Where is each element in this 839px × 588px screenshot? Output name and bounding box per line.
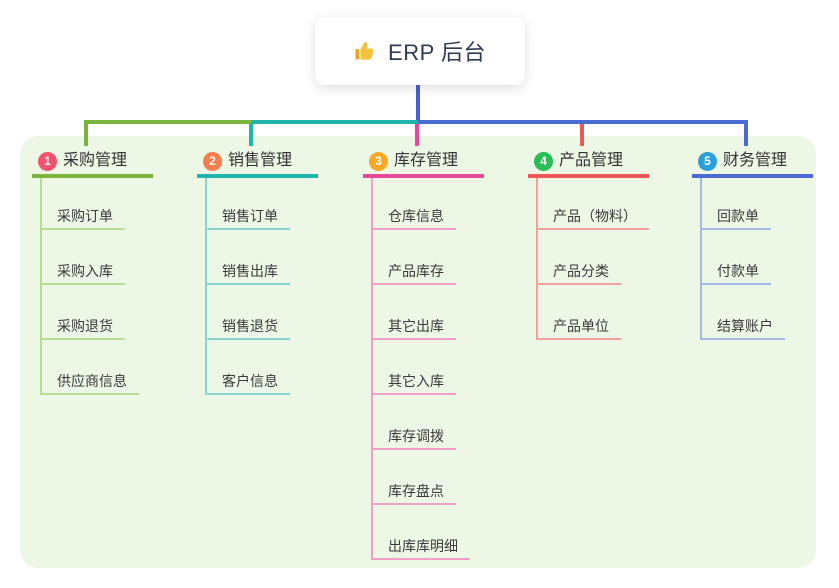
child-node[interactable]: 付款单: [700, 259, 771, 285]
root-connector-line: [416, 85, 420, 121]
branch-drop-line: [580, 120, 584, 146]
child-node[interactable]: 其它入库: [371, 369, 456, 395]
branch-spine-line: [205, 178, 207, 395]
branch-bar-segment: [418, 120, 748, 124]
branch-number-badge: 5: [698, 151, 717, 171]
branch-node-4[interactable]: 4 产品管理: [528, 148, 649, 178]
branch-node-3[interactable]: 3 库存管理: [363, 148, 484, 178]
branch-bar-segment: [86, 120, 251, 124]
child-node[interactable]: 销售退货: [205, 314, 290, 340]
child-node[interactable]: 采购退货: [40, 314, 125, 340]
child-node[interactable]: 客户信息: [205, 369, 290, 395]
child-node[interactable]: 产品分类: [536, 259, 621, 285]
branch-node-1[interactable]: 1 采购管理: [32, 148, 153, 178]
child-node[interactable]: 库存调拨: [371, 424, 456, 450]
child-node[interactable]: 销售订单: [205, 204, 290, 230]
branch-node-2[interactable]: 2 销售管理: [197, 148, 318, 178]
branch-drop-line: [744, 120, 748, 146]
child-node[interactable]: 出库库明细: [371, 534, 470, 560]
branch-label: 产品管理: [559, 152, 624, 169]
branch-number-badge: 4: [534, 151, 553, 171]
child-node[interactable]: 其它出库: [371, 314, 456, 340]
child-node[interactable]: 库存盘点: [371, 479, 456, 505]
branch-label: 库存管理: [394, 152, 459, 169]
root-node[interactable]: ERP 后台: [315, 17, 525, 85]
branch-drop-line: [249, 120, 253, 146]
branch-number-badge: 1: [38, 151, 57, 171]
child-node[interactable]: 采购入库: [40, 259, 125, 285]
branch-drop-line: [415, 120, 419, 146]
child-node[interactable]: 产品库存: [371, 259, 456, 285]
branch-node-5[interactable]: 5 财务管理: [692, 148, 813, 178]
child-node[interactable]: 产品（物料）: [536, 204, 649, 230]
branch-spine-line: [700, 178, 702, 340]
branch-spine-line: [536, 178, 538, 340]
branch-number-badge: 2: [203, 151, 222, 171]
branch-spine-line: [371, 178, 373, 560]
child-node[interactable]: 采购订单: [40, 204, 125, 230]
branch-label: 财务管理: [723, 152, 788, 169]
child-node[interactable]: 产品单位: [536, 314, 621, 340]
branch-bar-segment: [251, 120, 418, 124]
branch-spine-line: [40, 178, 42, 395]
child-node[interactable]: 供应商信息: [40, 369, 139, 395]
branches-panel: [20, 136, 816, 568]
child-node[interactable]: 回款单: [700, 204, 771, 230]
child-node[interactable]: 销售出库: [205, 259, 290, 285]
branch-label: 销售管理: [228, 152, 293, 169]
branch-drop-line: [84, 120, 88, 146]
root-title: ERP 后台: [388, 40, 486, 65]
thumbs-up-icon: [354, 39, 378, 63]
child-node[interactable]: 仓库信息: [371, 204, 456, 230]
branch-number-badge: 3: [369, 151, 388, 171]
child-node[interactable]: 结算账户: [700, 314, 785, 340]
branch-label: 采购管理: [63, 152, 128, 169]
